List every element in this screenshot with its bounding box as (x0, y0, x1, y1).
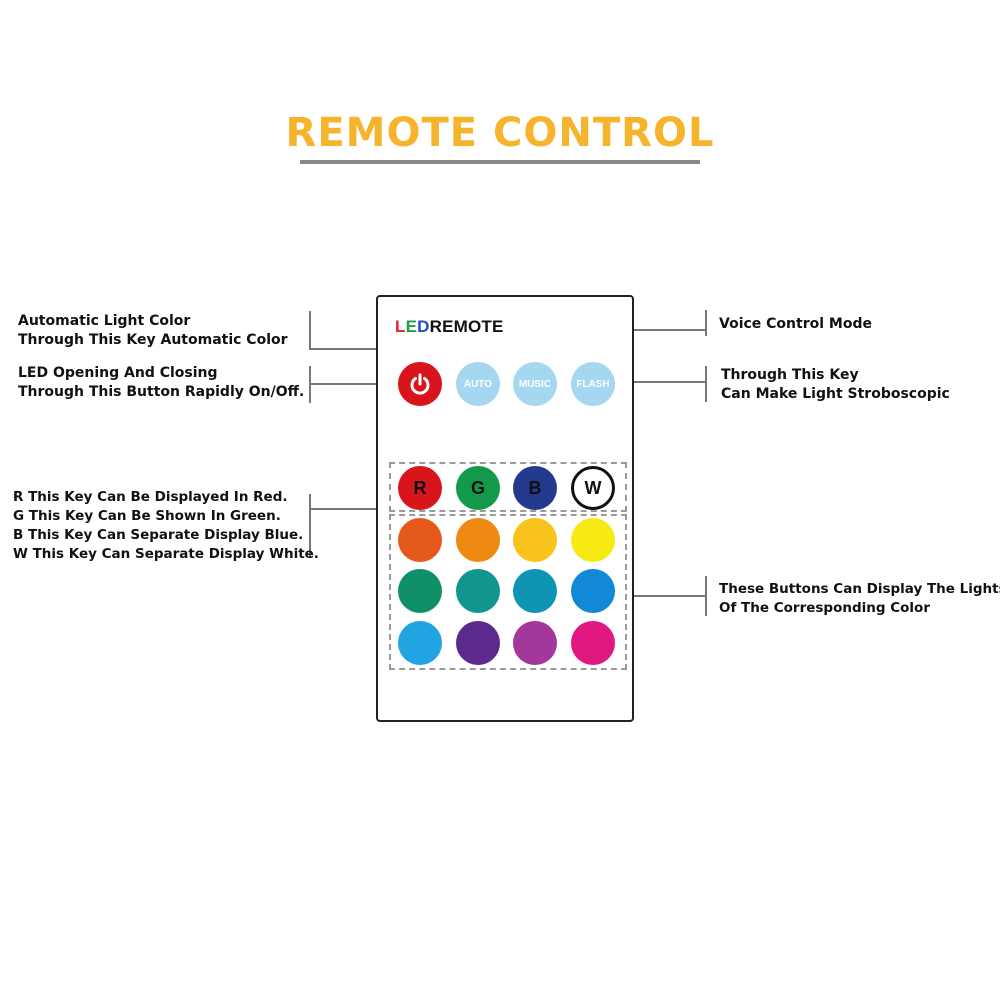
power-icon (410, 373, 430, 395)
color-button[interactable] (571, 621, 615, 665)
annotation-line: B This Key Can Separate Display Blue. (13, 527, 304, 543)
auto-button[interactable]: AUTO (456, 362, 500, 406)
brand-logo: LEDREMOTE (395, 317, 504, 337)
annotation-power: LED Opening And Closing Through This But… (18, 364, 304, 402)
brand-letter-l: L (395, 317, 406, 336)
annotation-line: Through This Button Rapidly On/Off. (18, 384, 305, 400)
color-button[interactable] (513, 621, 557, 665)
annotation-line: Automatic Light Color (18, 313, 191, 329)
annotation-line: Of The Corresponding Color (719, 600, 930, 616)
annotation-line: Voice Control Mode (719, 316, 872, 332)
red-button[interactable]: R (398, 466, 442, 510)
annotation-line: W This Key Can Separate Display White. (13, 546, 319, 562)
color-grid-group (389, 514, 627, 670)
annotation-auto: Automatic Light Color Through This Key A… (18, 312, 288, 350)
annotation-line: R This Key Can Be Displayed In Red. (13, 489, 288, 505)
blue-button[interactable]: B (513, 466, 557, 510)
annotation-line: Can Make Light Stroboscopic (721, 386, 950, 402)
color-button[interactable] (456, 518, 500, 562)
color-button[interactable] (398, 518, 442, 562)
title-underline (300, 160, 700, 164)
color-button[interactable] (456, 621, 500, 665)
power-button[interactable] (398, 362, 442, 406)
annotation-grid: These Buttons Can Display The Lights Of … (719, 580, 1000, 618)
color-button[interactable] (513, 569, 557, 613)
color-button[interactable] (456, 569, 500, 613)
annotation-line: Through This Key (721, 367, 859, 383)
color-button[interactable] (398, 621, 442, 665)
color-button[interactable] (571, 569, 615, 613)
annotation-flash: Through This Key Can Make Light Strobosc… (721, 366, 950, 404)
annotation-line: G This Key Can Be Shown In Green. (13, 508, 281, 524)
color-button[interactable] (513, 518, 557, 562)
color-button[interactable] (571, 518, 615, 562)
white-button[interactable]: W (571, 466, 615, 510)
music-button[interactable]: MUSIC (513, 362, 557, 406)
annotation-rgbw: R This Key Can Be Displayed In Red. G Th… (13, 488, 319, 564)
annotation-line: Through This Key Automatic Color (18, 332, 288, 348)
flash-button[interactable]: FLASH (571, 362, 615, 406)
color-button[interactable] (398, 569, 442, 613)
annotation-line: These Buttons Can Display The Lights (719, 581, 1000, 597)
green-button[interactable]: G (456, 466, 500, 510)
brand-letter-e: E (405, 317, 418, 336)
rgbw-group (389, 462, 627, 512)
brand-rest: REMOTE (429, 317, 504, 336)
page-title: REMOTE CONTROL (285, 110, 715, 156)
annotation-music: Voice Control Mode (719, 315, 872, 334)
annotation-line: LED Opening And Closing (18, 365, 218, 381)
brand-letter-d: D (417, 317, 430, 336)
